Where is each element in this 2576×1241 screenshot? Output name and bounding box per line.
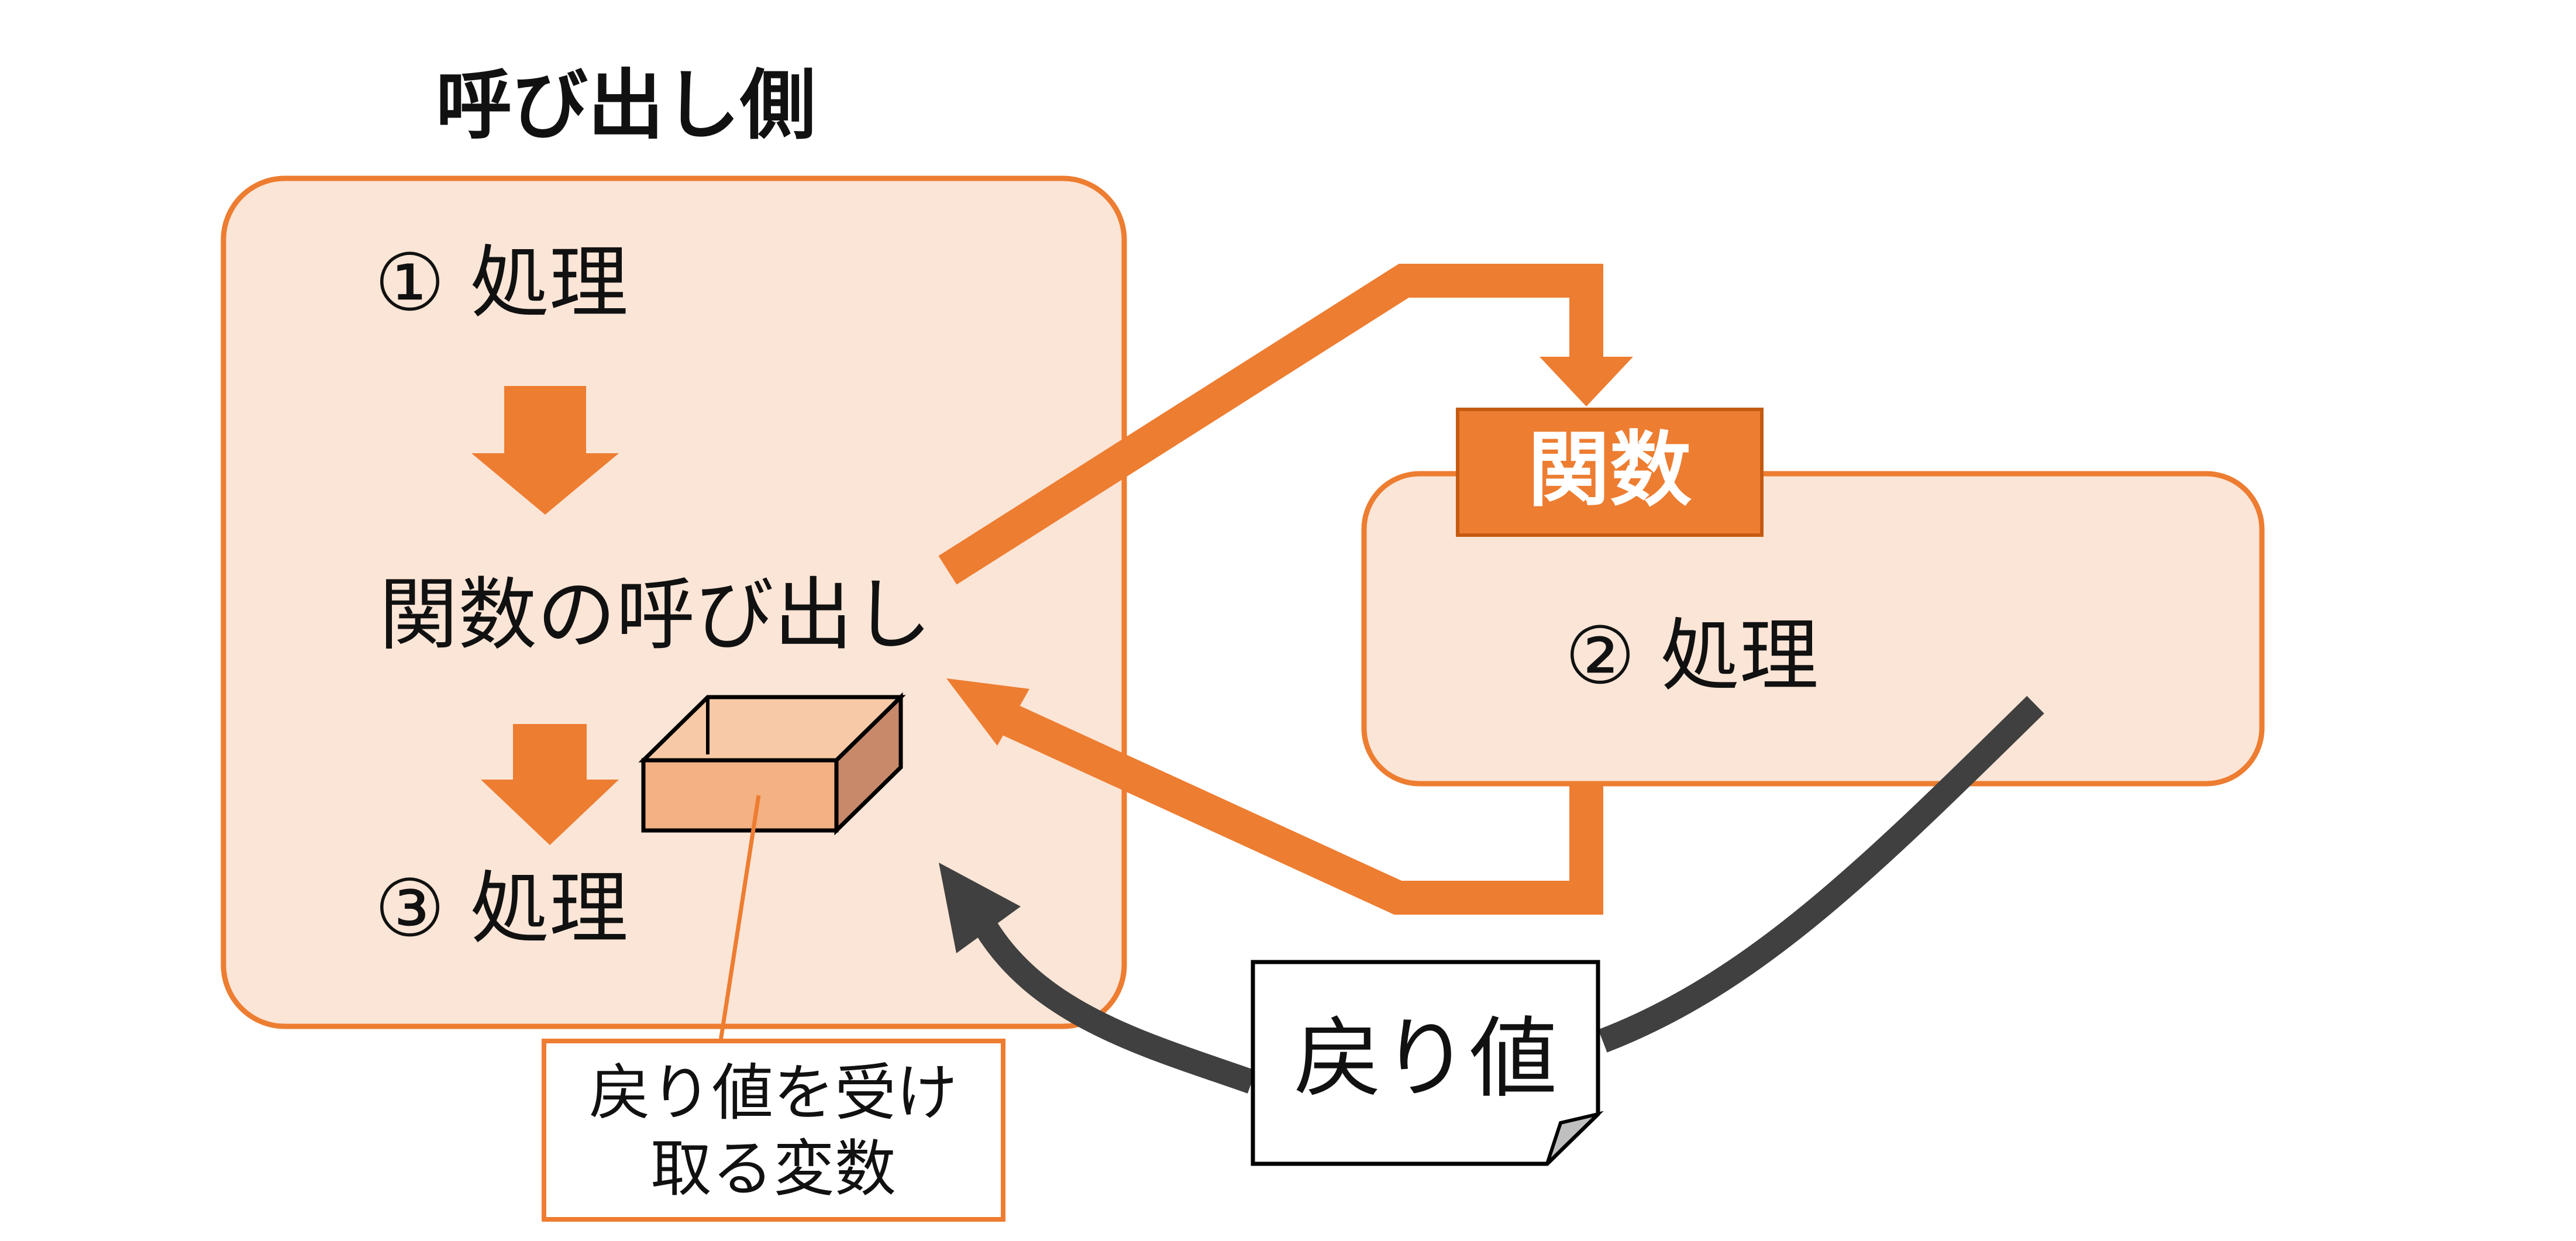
variable-note-line1: 戻り値を受け bbox=[589, 1057, 958, 1129]
step1-label: ① 処理 bbox=[374, 237, 628, 329]
return-value-arrow-head-icon bbox=[939, 863, 1021, 953]
function-call-label: 関数の呼び出し bbox=[379, 569, 932, 661]
step2-label: ② 処理 bbox=[1565, 610, 1819, 702]
variable-note-box bbox=[542, 1039, 1005, 1222]
return-arrow-line bbox=[998, 702, 1603, 915]
caller-title: 呼び出し側 bbox=[436, 61, 816, 150]
return-value-label: 戻り値 bbox=[1294, 1008, 1557, 1110]
return-value-curve bbox=[975, 920, 1256, 1094]
variable-box-icon bbox=[638, 692, 906, 836]
function-panel bbox=[1361, 471, 2265, 787]
call-arrow-head-icon bbox=[1540, 357, 1633, 406]
call-arrow-line bbox=[938, 264, 1603, 585]
return-value-curve bbox=[1598, 696, 2044, 1053]
variable-callout-line bbox=[718, 795, 761, 1042]
return-arrow-head-icon bbox=[946, 678, 1029, 746]
return-value-note bbox=[1251, 960, 1604, 1166]
down-arrow-icon bbox=[471, 386, 619, 515]
function-tab-label: 関数 bbox=[1528, 423, 1692, 518]
variable-note-line2: 取る変数 bbox=[650, 1133, 896, 1205]
function-tab bbox=[1456, 408, 1764, 537]
step3-label: ③ 処理 bbox=[374, 863, 628, 954]
caller-panel bbox=[221, 175, 1127, 1029]
down-arrow-icon bbox=[481, 724, 619, 845]
